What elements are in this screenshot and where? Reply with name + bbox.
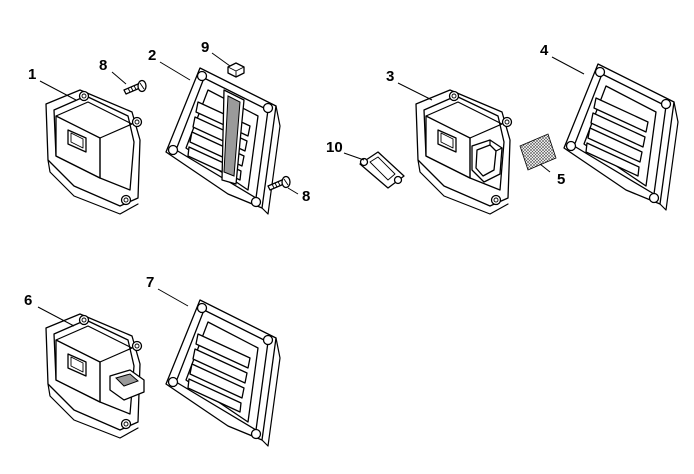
callout-5: 5 (557, 171, 565, 188)
callout-8-upper: 8 (99, 57, 107, 74)
callout-3: 3 (386, 68, 394, 85)
screw (267, 175, 291, 191)
finned-cover (563, 63, 679, 211)
callout-labels: 1 2 3 4 5 6 7 8 8 9 10 (24, 39, 565, 309)
callout-6: 6 (24, 292, 32, 309)
muffler-housing (45, 89, 143, 215)
callout-1: 1 (28, 66, 36, 83)
callout-8-lower: 8 (302, 188, 310, 205)
leader-lines (37, 52, 585, 327)
spark-arrestor-screen (519, 133, 557, 171)
callout-10: 10 (326, 139, 343, 156)
gasket (359, 151, 405, 189)
callout-2: 2 (148, 47, 156, 64)
callout-9: 9 (201, 39, 209, 56)
screw (123, 79, 147, 95)
callout-7: 7 (146, 274, 154, 291)
finned-cover (165, 67, 281, 215)
finned-cover (165, 299, 281, 447)
deflector (109, 369, 145, 401)
nut (227, 62, 245, 78)
callout-4: 4 (540, 42, 549, 59)
